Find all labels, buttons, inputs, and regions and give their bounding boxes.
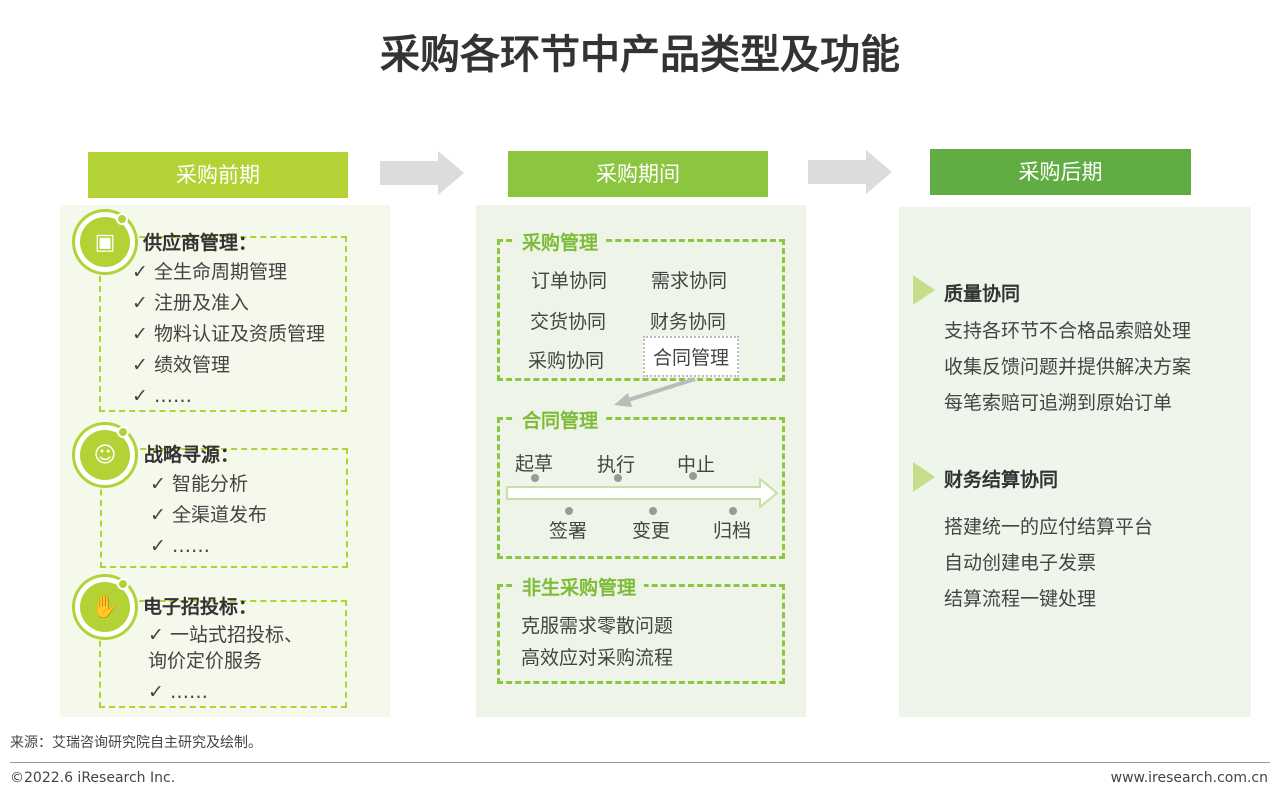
section-title: 电子招投标：	[143, 596, 258, 618]
page-title: 采购各环节中产品类型及功能	[380, 32, 900, 78]
handshake-icon: ✋	[80, 582, 130, 632]
flow-arrow-icon	[380, 151, 464, 195]
decor-dot	[116, 213, 128, 225]
contract-management-box	[497, 417, 785, 559]
item-list: 支持各环节不合格品索赔处理 收集反馈问题并提供解决方案 每笔索赔可追溯到原始订单	[944, 313, 1191, 421]
triangle-bullet-icon	[913, 275, 935, 305]
brain-head-icon: ☺	[80, 430, 130, 480]
feature-item: 采购协同	[528, 350, 605, 372]
timeline-step: 签署	[549, 520, 588, 542]
copyright: ©2022.6 iResearch Inc.	[10, 770, 176, 786]
feature-item: 需求协同	[651, 270, 728, 292]
timeline-dot	[649, 507, 657, 515]
item-list: ✓ 一站式招投标、 询价定价服务 ✓ ……	[148, 622, 303, 705]
supplier-management-box	[99, 236, 347, 412]
timeline-step: 变更	[632, 520, 671, 542]
item-list: ✓ 全生命周期管理 ✓ 注册及准入 ✓ 物料认证及资质管理 ✓ 绩效管理 ✓ ……	[132, 257, 325, 412]
stage-header-early: 采购前期	[88, 152, 348, 198]
list-item: 询价定价服务	[148, 650, 263, 672]
list-item: 搭建统一的应付结算平台	[944, 516, 1154, 538]
timeline-dot	[565, 507, 573, 515]
feature-item: 财务协同	[650, 311, 727, 333]
feature-item: 克服需求零散问题	[521, 615, 674, 637]
section-title: 采购管理	[514, 228, 607, 255]
list-item: ✓ 注册及准入	[132, 292, 249, 314]
timeline-dot	[531, 474, 539, 482]
section-title: 财务结算协同	[944, 469, 1059, 491]
section-title: 合同管理	[514, 406, 607, 433]
list-item: ✓ 智能分析	[150, 473, 248, 495]
flow-arrow-icon	[808, 150, 892, 194]
section-title: 质量协同	[944, 283, 1021, 305]
procurement-management-box	[497, 239, 785, 381]
list-item: ✓ ……	[148, 681, 208, 703]
website-link[interactable]: www.iresearch.com.cn	[1110, 770, 1268, 786]
contract-management-highlight: 合同管理	[643, 336, 740, 377]
decor-dot	[117, 426, 129, 438]
timeline-step: 归档	[713, 520, 752, 542]
footer-divider	[10, 762, 1270, 763]
section-title: 非生采购管理	[514, 573, 645, 600]
list-item: 自动创建电子发票	[944, 552, 1097, 574]
list-item: ✓ ……	[132, 385, 192, 407]
e-bidding-box	[99, 600, 347, 708]
list-item: ✓ 一站式招投标、	[148, 624, 303, 646]
timeline-step: 中止	[677, 454, 716, 476]
timeline-arrow-icon	[506, 476, 779, 510]
section-title: 战略寻源：	[144, 444, 240, 466]
item-list: 搭建统一的应付结算平台 自动创建电子发票 结算流程一键处理	[944, 509, 1153, 617]
timeline-dot	[729, 507, 737, 515]
triangle-bullet-icon	[913, 462, 935, 492]
late-stage-panel	[899, 207, 1251, 717]
timeline-dot	[614, 474, 622, 482]
list-item: ✓ 物料认证及资质管理	[132, 323, 325, 345]
middle-stage-panel	[476, 205, 806, 717]
list-item: ✓ 全渠道发布	[150, 504, 267, 526]
timeline-step: 执行	[597, 454, 636, 476]
strategic-sourcing-box	[100, 448, 348, 568]
section-title: 供应商管理：	[143, 232, 258, 254]
stage-header-late: 采购后期	[930, 149, 1191, 195]
source-note: 来源：艾瑞咨询研究院自主研究及绘制。	[10, 735, 262, 751]
timeline-dot	[689, 472, 697, 480]
feature-item: 交货协同	[530, 311, 607, 333]
timeline-step: 起草	[515, 453, 554, 475]
contact-book-icon: ▣	[80, 217, 130, 267]
decor-dot	[117, 578, 129, 590]
list-item: ✓ 全生命周期管理	[132, 261, 287, 283]
feature-item: 订单协同	[531, 270, 608, 292]
pointer-arrow-icon	[614, 377, 696, 407]
list-item: 每笔索赔可追溯到原始订单	[944, 392, 1173, 414]
list-item: ✓ ……	[150, 535, 210, 557]
item-list: ✓ 智能分析 ✓ 全渠道发布 ✓ ……	[150, 469, 267, 562]
list-item: 结算流程一键处理	[944, 588, 1097, 610]
stage-header-middle: 采购期间	[508, 151, 768, 197]
list-item: 支持各环节不合格品索赔处理	[944, 320, 1192, 342]
list-item: 收集反馈问题并提供解决方案	[944, 356, 1192, 378]
feature-item: 高效应对采购流程	[521, 647, 674, 669]
list-item: ✓ 绩效管理	[132, 354, 230, 376]
